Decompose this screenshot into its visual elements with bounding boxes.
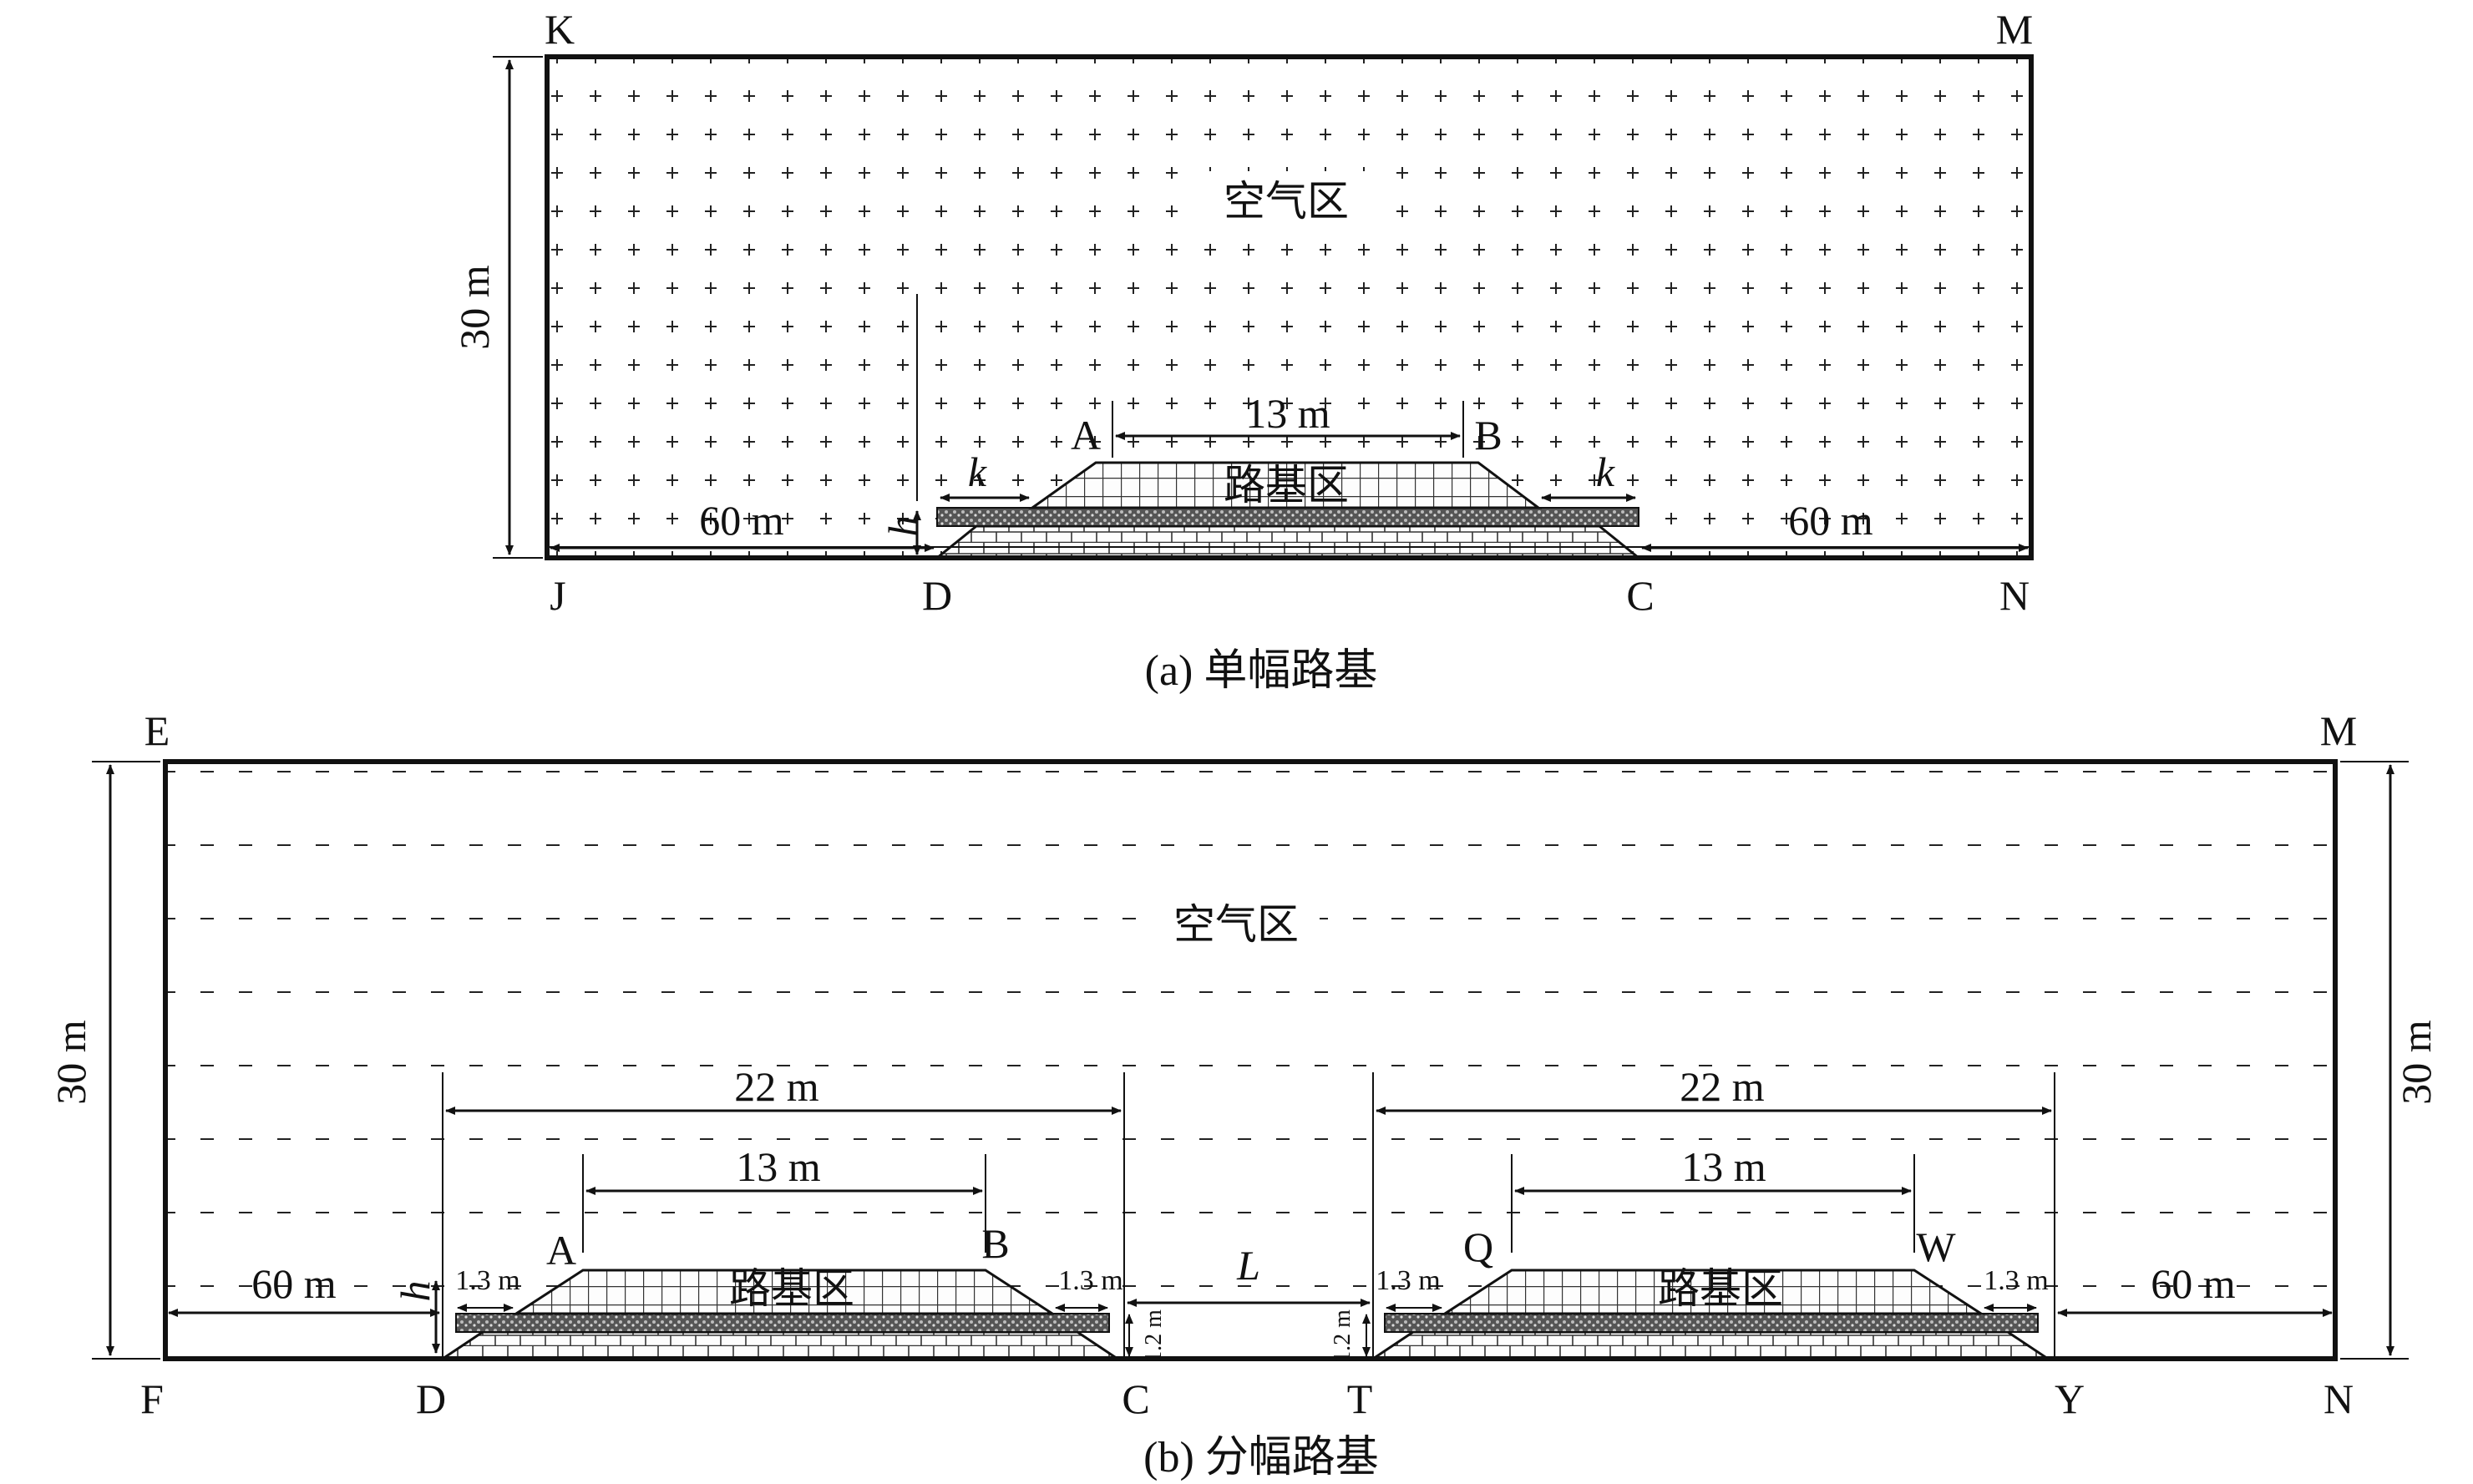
panel-b-right-span-label: 60 m [2151, 1260, 2236, 1307]
panel-a-corner-m: M [1996, 6, 2033, 53]
panel-b-shoulder-label-1: 1.3 m [455, 1265, 519, 1296]
panel-b-right-subgrade-base [1369, 1330, 2052, 1360]
panel-b-shoulder-label-2: 1.3 m [1058, 1265, 1122, 1296]
panel-b-shoulder-label-4: 1.3 m [1984, 1265, 2048, 1296]
panel-b-corner-n: N [2324, 1375, 2354, 1422]
panel-b-air-zone [165, 762, 2335, 1359]
panel-b-left-gravel-layer [455, 1313, 1110, 1333]
panel-b-caption: (b) 分幅路基 [1143, 1434, 1379, 1481]
panel-b-point-d: D [416, 1375, 446, 1422]
panel-b-top-width-left-label: 13 m [736, 1143, 821, 1190]
panel-b-point-t: T [1347, 1375, 1373, 1422]
panel-b-point-w: W [1916, 1223, 1956, 1270]
panel-b-h-label: h [392, 1281, 438, 1302]
panel-a-point-a: A [1071, 412, 1101, 458]
panel-b-berm-right-label: 1.2 m [1330, 1309, 1356, 1363]
panel-a-subgrade-base [933, 524, 1643, 560]
panel-b-point-c: C [1122, 1375, 1149, 1422]
panel-a-point-d: D [922, 572, 952, 619]
panel-b-height-dim-right-label: 30 m [2393, 1020, 2440, 1105]
panel-b-right-embankment [1440, 1269, 1986, 1315]
panel-b-right-gravel-layer [1384, 1313, 2039, 1333]
panel-a-corner-k: K [545, 6, 575, 53]
panel-b-subgrade-zone-right-label: 路基区 [1658, 1265, 1783, 1312]
panel-a: 30 m 13 m h k k 60 m 60 m 空气区 路基区 A B D … [451, 6, 2034, 695]
panel-b-gap-label: L [1236, 1242, 1260, 1289]
panel-a-point-c: C [1626, 572, 1654, 619]
panel-b-left-subgrade-base [438, 1330, 1122, 1360]
panel-b-corner-m: M [2320, 707, 2357, 754]
panel-b-subgrade-zone-left-label: 路基区 [729, 1265, 854, 1312]
panel-b-boundary [163, 759, 2338, 1361]
panel-b-air-zone-label: 空气区 [1173, 901, 1299, 948]
panel-b-corner-e: E [144, 707, 170, 754]
panel-a-left-span-label: 60 m [699, 497, 784, 544]
panel-a-corner-j: J [550, 572, 565, 619]
panel-a-corner-n: N [1999, 572, 2030, 619]
panel-b: 30 m 30 m 22 m 22 m 13 m 13 m 60 m 60 m [48, 707, 2440, 1481]
panel-b-left-span-label: 60 m [251, 1260, 337, 1307]
panel-b-point-y: Y [2055, 1375, 2085, 1422]
panel-b-berm-left-label: 1.2 m [1141, 1309, 1167, 1363]
panel-b-height-dim-left-label: 30 m [48, 1020, 94, 1105]
panel-a-point-b: B [1474, 412, 1502, 458]
panel-a-k-left-label: k [968, 448, 987, 495]
panel-b-point-q: Q [1463, 1223, 1493, 1270]
panel-b-left-embankment [511, 1269, 1057, 1315]
panel-a-air-label-bg [1203, 171, 1370, 230]
panel-a-embankment [1028, 461, 1543, 509]
panel-a-top-width-label: 13 m [1245, 390, 1330, 437]
panel-a-subgrade-zone-label: 路基区 [1224, 462, 1349, 509]
panel-b-point-b: B [981, 1220, 1009, 1267]
panel-b-top-width-right-label: 13 m [1681, 1143, 1766, 1190]
panel-b-shoulder-label-3: 1.3 m [1376, 1265, 1440, 1296]
panel-b-point-a: A [546, 1227, 576, 1274]
panel-a-k-right-label: k [1596, 448, 1615, 495]
panel-b-base-width-left-label: 22 m [734, 1063, 819, 1110]
panel-a-h-label: h [879, 516, 926, 537]
panel-a-right-span-label: 60 m [1788, 497, 1873, 544]
panel-b-corner-f: F [140, 1375, 164, 1422]
panel-a-gravel-layer [936, 507, 1639, 527]
panel-b-base-width-right-label: 22 m [1680, 1063, 1765, 1110]
panel-a-height-dim-label: 30 m [451, 265, 498, 350]
panel-a-air-zone-label: 空气区 [1224, 178, 1349, 225]
panel-a-caption: (a) 单幅路基 [1145, 647, 1378, 695]
panel-b-air-label-bg [1153, 894, 1320, 952]
panel-a-boundary [545, 54, 2034, 560]
